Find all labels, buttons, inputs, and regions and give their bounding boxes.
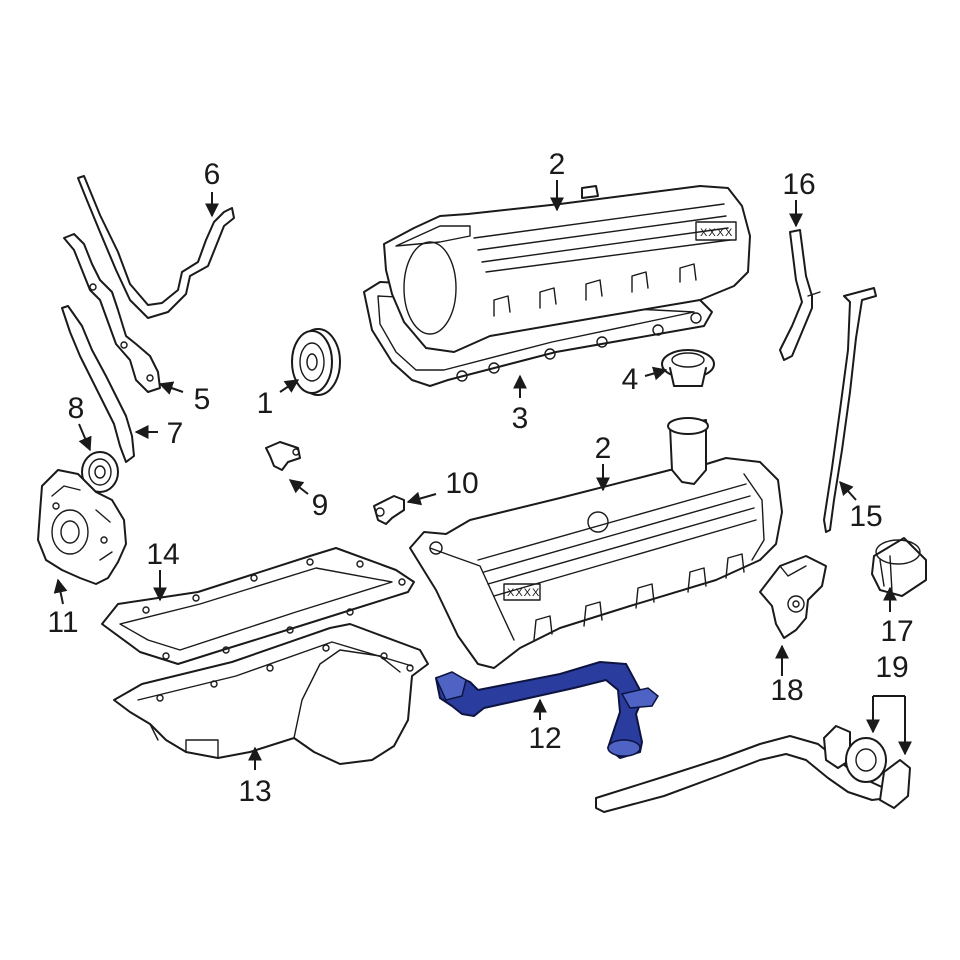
callout-leaders	[53, 180, 912, 770]
callout-3: 3	[512, 402, 529, 435]
part-19-harness	[595, 725, 911, 813]
leader-8	[78, 423, 92, 452]
callout-19: 19	[875, 651, 908, 684]
callout-14: 14	[146, 538, 179, 571]
callout-11: 11	[47, 606, 78, 639]
leader-10	[406, 491, 437, 506]
part-5-gasket	[63, 233, 161, 393]
callout-18: 18	[770, 674, 803, 707]
callout-labels: 1 2 2 3 4 5 6 7 8 9 10 11 12 13 14 15 16…	[47, 148, 913, 808]
part-14-gasket	[101, 547, 415, 665]
callout-8: 8	[68, 392, 85, 425]
part-11-oil-pump	[37, 469, 127, 585]
leader-1	[279, 379, 300, 393]
part-8-seal	[81, 451, 119, 493]
part-12-oil-pickup-tube	[434, 661, 659, 759]
callout-2-lower: 2	[595, 432, 612, 465]
part-9-sensor	[265, 441, 301, 471]
callout-1: 1	[257, 387, 274, 420]
lower-cover-tag: XXXX	[507, 587, 540, 599]
callout-4: 4	[622, 363, 639, 396]
callout-10: 10	[445, 467, 478, 500]
callout-7: 7	[167, 417, 184, 450]
part-2-valve-cover-lower: XXXX	[409, 417, 783, 669]
callout-16: 16	[782, 168, 815, 201]
part-6-gasket	[77, 175, 235, 319]
callout-2-upper: 2	[549, 148, 566, 181]
callout-15: 15	[849, 500, 882, 533]
callout-5: 5	[194, 383, 211, 416]
leader-11	[53, 578, 68, 605]
part-10-sensor	[373, 495, 405, 525]
leader-15	[839, 480, 857, 501]
upper-cover-tag: XXXX	[700, 227, 733, 239]
callout-17: 17	[880, 615, 913, 648]
part-13-oil-pan	[113, 623, 429, 765]
leader-9	[288, 479, 309, 495]
leader-5	[158, 381, 184, 395]
callout-6: 6	[204, 158, 221, 191]
part-17-oil-filter	[871, 537, 927, 597]
part-4-filler-cap	[661, 349, 715, 387]
part-7-gasket	[61, 305, 135, 463]
callout-9: 9	[312, 489, 329, 522]
callout-13: 13	[238, 775, 271, 808]
leader-4	[644, 366, 668, 381]
part-1-pulley	[291, 328, 341, 396]
part-18-sensor	[759, 555, 827, 639]
callout-12: 12	[528, 722, 561, 755]
part-15-dipstick	[823, 287, 877, 533]
part-16-tube	[779, 229, 821, 361]
part-2-valve-cover-upper: XXXX	[383, 185, 751, 353]
